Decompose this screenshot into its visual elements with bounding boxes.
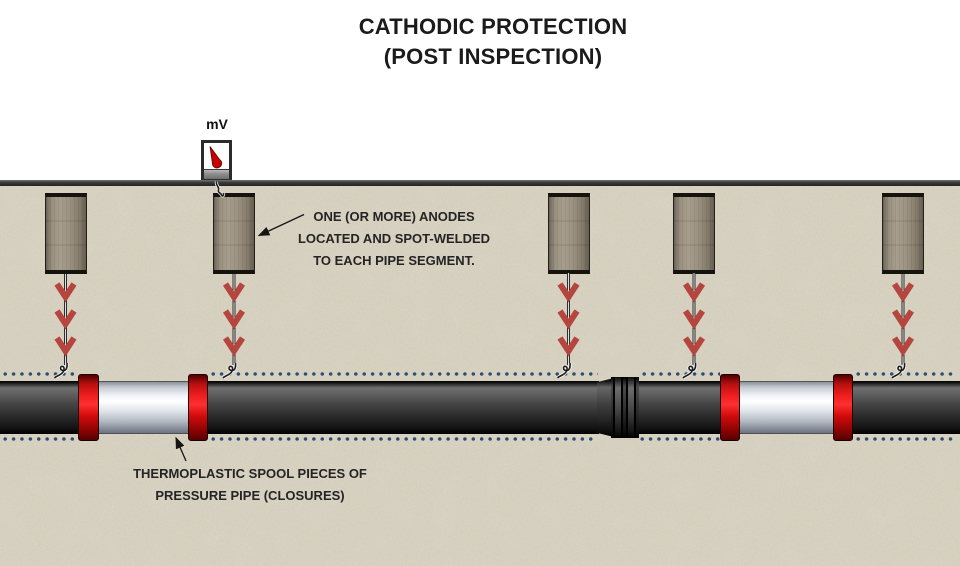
- anode: [673, 193, 715, 274]
- dotted-line-top: [640, 372, 720, 376]
- annotation-spool-line-2: PRESSURE PIPE (CLOSURES): [155, 488, 345, 503]
- spool-piece: [98, 381, 189, 434]
- voltmeter-needle-icon: [209, 146, 222, 169]
- annotation-spool: THERMOPLASTIC SPOOL PIECES OF PRESSURE P…: [125, 463, 375, 507]
- anode: [548, 193, 590, 274]
- pipe-segment: [637, 381, 721, 434]
- annotation-spool-line-1: THERMOPLASTIC SPOOL PIECES OF: [133, 466, 367, 481]
- anode: [213, 193, 255, 274]
- annotation-anodes: ONE (OR MORE) ANODES LOCATED AND SPOT-WE…: [294, 206, 494, 272]
- spool-piece: [739, 381, 834, 434]
- annotation-anodes-line-1: ONE (OR MORE) ANODES: [313, 209, 475, 224]
- bell-joint-ridge: [613, 377, 623, 438]
- red-coupling-band: [188, 374, 208, 441]
- pipe-bell-flare: [597, 378, 614, 437]
- voltmeter-face: [204, 143, 229, 169]
- soil-texture: [0, 186, 960, 566]
- voltmeter: [201, 140, 232, 182]
- red-coupling-band: [720, 374, 740, 441]
- red-coupling-band: [78, 374, 99, 441]
- annotation-anodes-line-3: TO EACH PIPE SEGMENT.: [313, 253, 475, 268]
- voltmeter-unit-label: mV: [206, 116, 228, 132]
- red-coupling-band: [833, 374, 853, 441]
- anode: [882, 193, 924, 274]
- title-line-2: (POST INSPECTION): [383, 44, 603, 69]
- dotted-line-bottom: [1, 437, 77, 441]
- page-title: CATHODIC PROTECTION (POST INSPECTION): [13, 12, 960, 72]
- anode: [45, 193, 87, 274]
- voltmeter-base: [204, 169, 229, 179]
- bell-joint-ridge: [626, 377, 636, 438]
- dotted-line-top: [854, 372, 957, 376]
- title-line-1: CATHODIC PROTECTION: [358, 14, 628, 39]
- dotted-line-bottom: [854, 437, 957, 441]
- dotted-line-top: [209, 372, 598, 376]
- ground-surface-line: [0, 180, 960, 186]
- pipe-segment: [852, 381, 960, 434]
- pipe-bell-joint: [611, 377, 639, 438]
- dotted-line-bottom: [638, 437, 720, 441]
- dotted-line-top: [1, 372, 77, 376]
- annotation-anodes-line-2: LOCATED AND SPOT-WELDED: [297, 231, 491, 246]
- pipe-segment: [207, 381, 599, 434]
- dotted-line-bottom: [209, 437, 595, 441]
- soil-area: [0, 186, 960, 566]
- pipe-segment: [0, 381, 79, 434]
